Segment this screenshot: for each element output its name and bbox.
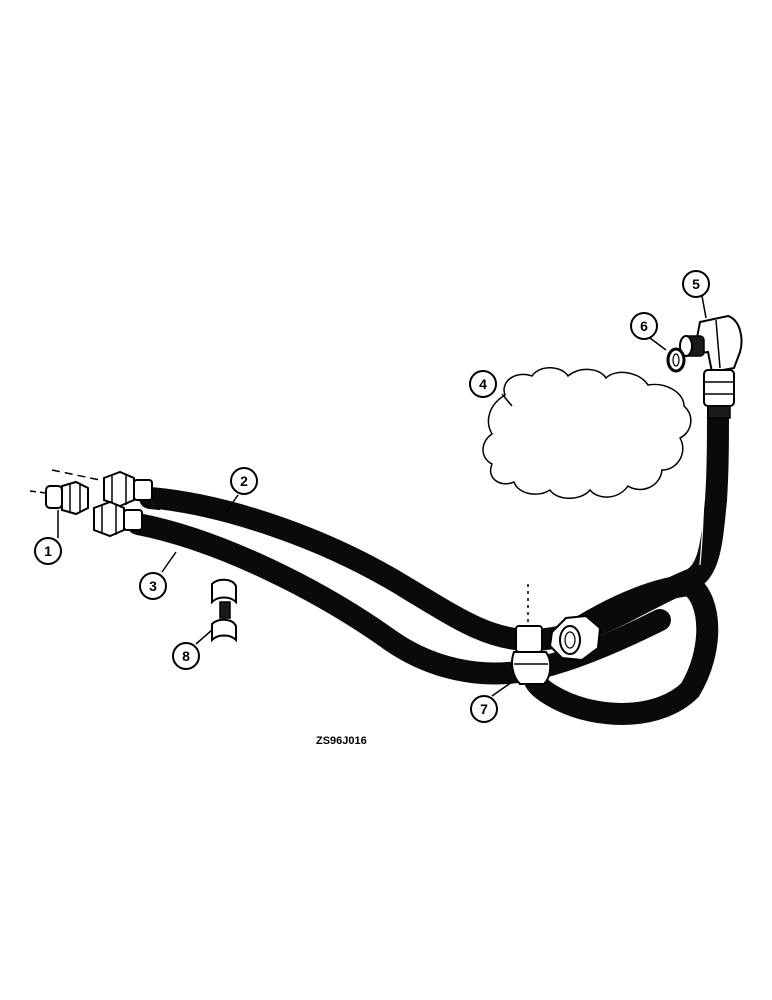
callout-3: 3 <box>139 572 167 600</box>
part-6-o-ring <box>666 347 686 373</box>
callout-5: 5 <box>682 270 710 298</box>
hose-2-end-fitting <box>103 470 153 508</box>
callout-1: 1 <box>34 537 62 565</box>
leader-8 <box>195 629 213 645</box>
leader-3 <box>161 551 177 573</box>
callout-6: 6 <box>630 312 658 340</box>
figure-reference-code: ZS96J016 <box>316 735 367 747</box>
hose-highlight <box>699 419 706 566</box>
svg-text:5: 5 <box>692 276 700 292</box>
part-8-hose-clamp <box>211 578 237 643</box>
part-1-adapter <box>29 469 101 516</box>
hose-loop-end-fitting <box>548 614 602 662</box>
callout-7: 7 <box>470 695 498 723</box>
callout-4: 4 <box>469 370 497 398</box>
part-3-hose-loop <box>522 573 719 725</box>
part-5-elbow-fitting <box>679 314 743 374</box>
leader-4 <box>501 393 513 407</box>
leader-6 <box>649 337 667 351</box>
svg-text:2: 2 <box>240 473 248 489</box>
svg-text:3: 3 <box>149 578 157 594</box>
part-7-elbow-fitting <box>511 584 552 685</box>
leader-7 <box>491 681 513 697</box>
svg-text:6: 6 <box>640 318 648 334</box>
svg-text:8: 8 <box>182 648 190 664</box>
hose-3-end-fitting <box>93 500 143 538</box>
leader-2 <box>225 494 239 513</box>
svg-text:1: 1 <box>44 543 52 559</box>
callout-2: 2 <box>230 467 258 495</box>
leader-5 <box>701 295 707 319</box>
svg-text:4: 4 <box>479 376 487 392</box>
hose-top-end-fitting <box>703 369 735 419</box>
svg-text:7: 7 <box>480 701 488 717</box>
hose-highlight <box>159 509 401 603</box>
callout-8: 8 <box>172 642 200 670</box>
part-4-sealant-outline <box>482 367 692 499</box>
